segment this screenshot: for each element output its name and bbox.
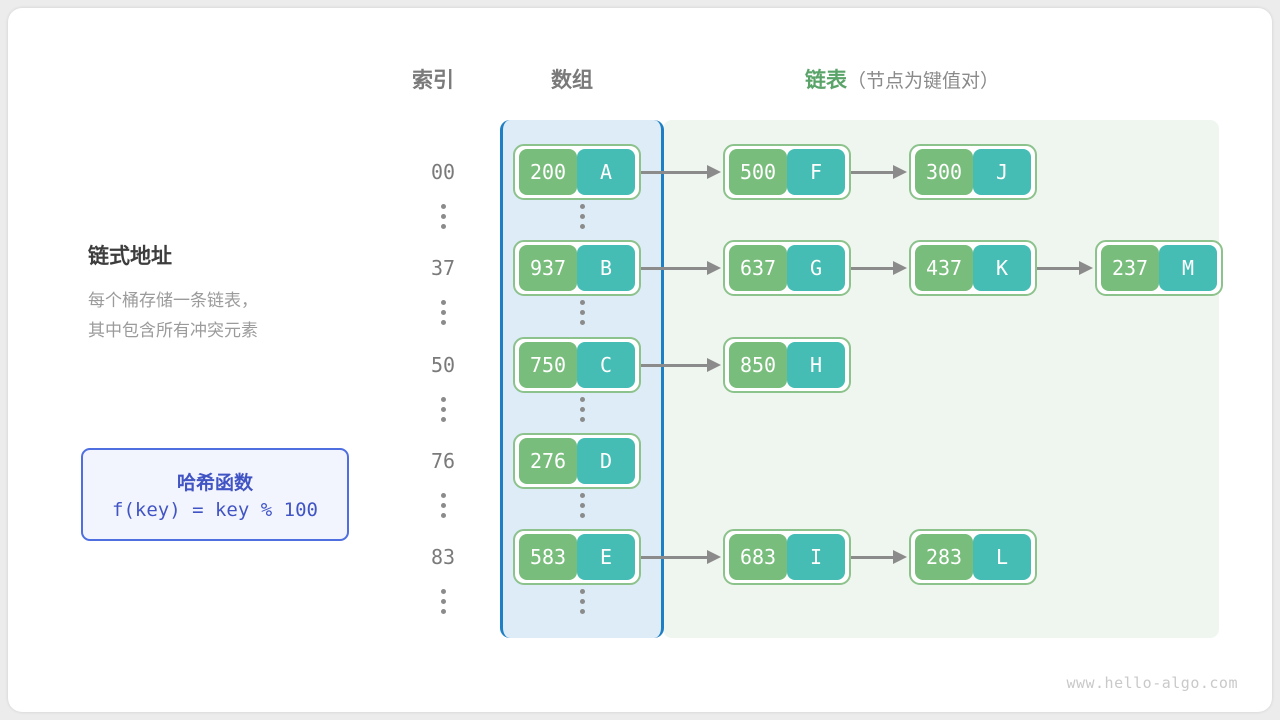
hash-function-formula: f(key) = key % 100 [112,499,318,521]
node-key: 237 [1101,245,1159,291]
node-value: M [1159,245,1217,291]
node-value: D [577,438,635,484]
chain-arrow-icon [1037,240,1095,296]
bucket-index-label: 76 [430,449,456,473]
bucket-index-label: 00 [430,160,456,184]
node-value: L [973,534,1031,580]
vertical-ellipsis-icon [573,300,591,325]
ellipsis-row [8,397,1272,437]
ellipsis-row [8,300,1272,340]
bucket-index-label: 83 [430,545,456,569]
column-header-array: 数组 [551,69,593,92]
node-value: C [577,342,635,388]
ellipsis-row [8,589,1272,629]
column-header-linked-list-main: 链表 [805,69,847,92]
chain-arrow-icon [641,529,723,585]
description-line-2: 其中包含所有冲突元素 [88,321,258,340]
node-key: 276 [519,438,577,484]
bucket-index-label: 37 [430,256,456,280]
watermark: www.hello-algo.com [1066,674,1238,692]
description-title: 链式地址 [88,245,172,268]
node-key: 937 [519,245,577,291]
ellipsis-row [8,493,1272,533]
node-value: G [787,245,845,291]
node-value: J [973,149,1031,195]
ellipsis-row [8,204,1272,244]
hash-function-title: 哈希函数 [176,473,253,494]
node-key: 637 [729,245,787,291]
vertical-ellipsis-icon [573,397,591,422]
vertical-ellipsis-icon [434,589,452,614]
node-key: 500 [729,149,787,195]
node-key: 200 [519,149,577,195]
column-header-linked-list-sub: （节点为键值对） [847,71,1000,92]
node-value: H [787,342,845,388]
diagram-card: 索引 数组 链表（节点为键值对） 链式地址 每个桶存储一条链表， 其中包含所有冲… [8,8,1272,712]
vertical-ellipsis-icon [573,589,591,614]
column-header-index: 索引 [412,69,454,92]
node-key: 283 [915,534,973,580]
description-body: 每个桶存储一条链表， 其中包含所有冲突元素 [88,286,258,346]
node-value: F [787,149,845,195]
node-key: 583 [519,534,577,580]
node-value: K [973,245,1031,291]
vertical-ellipsis-icon [573,204,591,229]
node-value: E [577,534,635,580]
node-value: I [787,534,845,580]
vertical-ellipsis-icon [434,204,452,229]
chain-arrow-icon [851,240,909,296]
column-header-linked-list: 链表（节点为键值对） [805,64,999,94]
chain-arrow-icon [641,144,723,200]
node-key: 850 [729,342,787,388]
node-value: B [577,245,635,291]
hash-function-box: 哈希函数 f(key) = key % 100 [81,448,349,541]
vertical-ellipsis-icon [434,300,452,325]
vertical-ellipsis-icon [434,493,452,518]
node-key: 683 [729,534,787,580]
bucket-index-label: 50 [430,353,456,377]
chain-arrow-icon [851,144,909,200]
chain-arrow-icon [641,337,723,393]
vertical-ellipsis-icon [434,397,452,422]
vertical-ellipsis-icon [573,493,591,518]
node-key: 300 [915,149,973,195]
node-key: 750 [519,342,577,388]
chain-arrow-icon [641,240,723,296]
description-line-1: 每个桶存储一条链表， [88,291,258,310]
node-key: 437 [915,245,973,291]
chain-arrow-icon [851,529,909,585]
node-value: A [577,149,635,195]
